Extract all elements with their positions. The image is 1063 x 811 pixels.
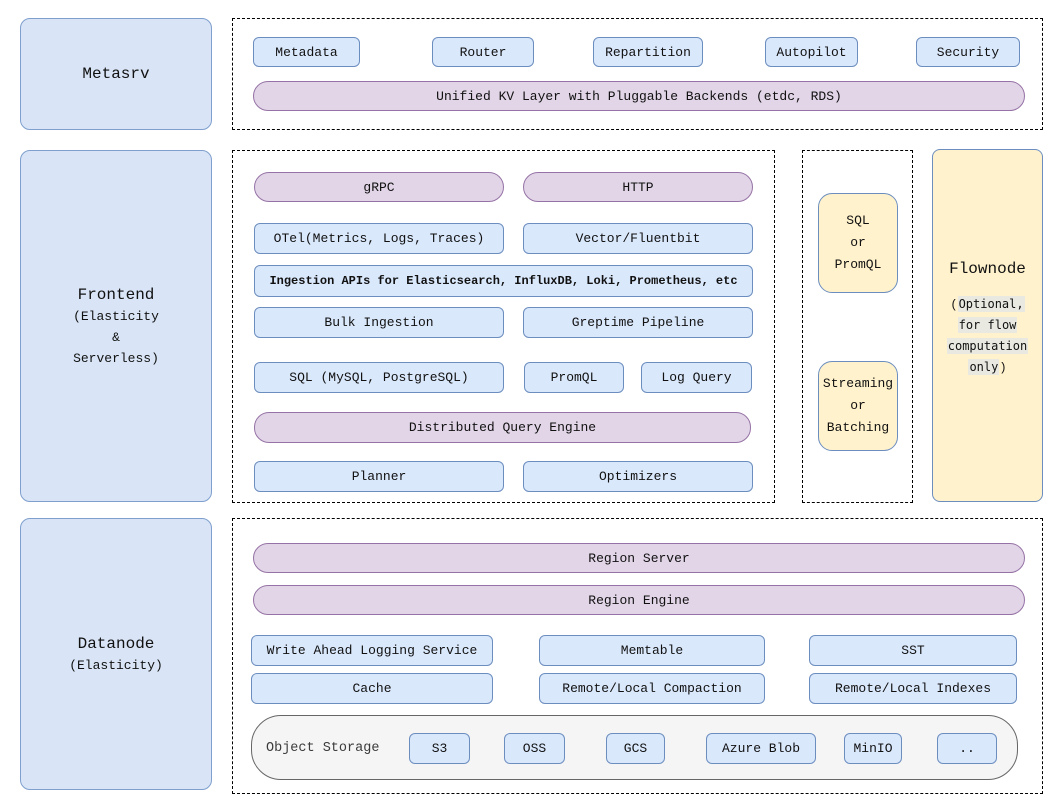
- datanode-subtitle: (Elasticity): [69, 657, 163, 673]
- node-memtable: Memtable: [539, 635, 765, 666]
- node-optimizers: Optimizers: [523, 461, 753, 492]
- node-minio: MinIO: [844, 733, 902, 764]
- node-bulk-ingestion: Bulk Ingestion: [254, 307, 504, 338]
- metasrv-title: Metasrv: [82, 65, 150, 83]
- flownode-note: (Optional, for flow computation only): [946, 294, 1029, 378]
- node-planner: Planner: [254, 461, 504, 492]
- node-azure-blob: Azure Blob: [706, 733, 816, 764]
- node-unified-kv-layer: Unified KV Layer with Pluggable Backends…: [253, 81, 1025, 111]
- flownode-note-line: (Optional,: [950, 296, 1025, 312]
- node-write-ahead-logging-service: Write Ahead Logging Service: [251, 635, 493, 666]
- frontend-title: Frontend: [77, 285, 155, 304]
- panel-frontend: Frontend (Elasticity & Serverless): [20, 150, 212, 502]
- node-router: Router: [432, 37, 534, 67]
- node-greptime-pipeline: Greptime Pipeline: [523, 307, 753, 338]
- node-vector-fluentbit: Vector/Fluentbit: [523, 223, 753, 254]
- group-metasrv: Metadata Router Repartition Autopilot Se…: [232, 18, 1043, 130]
- node-s3: S3: [409, 733, 470, 764]
- node-log-query: Log Query: [641, 362, 752, 393]
- frontend-subtitle-line: (Elasticity: [73, 308, 159, 324]
- node-cache: Cache: [251, 673, 493, 704]
- object-storage-container: Object Storage S3 OSS GCS Azure Blob Min…: [251, 715, 1018, 780]
- sql-or-promql-line: or: [850, 235, 866, 250]
- group-flow-io: SQL or PromQL Streaming or Batching: [802, 150, 913, 503]
- node-promql: PromQL: [524, 362, 624, 393]
- node-sst: SST: [809, 635, 1017, 666]
- flownode-note-line: for flow: [957, 317, 1018, 333]
- streaming-or-batching-line: Batching: [826, 420, 890, 435]
- frontend-subtitle-line: &: [112, 329, 120, 345]
- node-otel: OTel(Metrics, Logs, Traces): [254, 223, 504, 254]
- node-sql-or-promql: SQL or PromQL: [818, 193, 898, 293]
- streaming-or-batching-line: Streaming: [822, 376, 894, 391]
- frontend-subtitle-line: Serverless): [73, 350, 159, 366]
- node-remote-local-indexes: Remote/Local Indexes: [809, 673, 1017, 704]
- node-metadata: Metadata: [253, 37, 360, 67]
- node-more-storage: ..: [937, 733, 997, 764]
- streaming-or-batching-line: or: [850, 398, 866, 413]
- node-autopilot: Autopilot: [765, 37, 858, 67]
- node-security: Security: [916, 37, 1020, 67]
- node-http: HTTP: [523, 172, 753, 202]
- sql-or-promql-line: PromQL: [834, 257, 882, 272]
- flownode-note-line: computation: [946, 338, 1029, 354]
- node-streaming-or-batching: Streaming or Batching: [818, 361, 898, 451]
- node-region-engine: Region Engine: [253, 585, 1025, 615]
- node-distributed-query-engine: Distributed Query Engine: [254, 412, 751, 443]
- node-region-server: Region Server: [253, 543, 1025, 573]
- node-ingestion-apis: Ingestion APIs for Elasticsearch, Influx…: [254, 265, 753, 297]
- node-repartition: Repartition: [593, 37, 703, 67]
- group-datanode: Region Server Region Engine Write Ahead …: [232, 518, 1043, 794]
- panel-metasrv: Metasrv: [20, 18, 212, 130]
- object-storage-label: Object Storage: [266, 741, 380, 756]
- flownode-note-line: only): [968, 359, 1007, 375]
- node-remote-local-compaction: Remote/Local Compaction: [539, 673, 765, 704]
- panel-datanode: Datanode (Elasticity): [20, 518, 212, 790]
- node-flownode: Flownode (Optional, for flow computation…: [932, 149, 1043, 502]
- node-gcs: GCS: [606, 733, 665, 764]
- group-frontend: gRPC HTTP OTel(Metrics, Logs, Traces) Ve…: [232, 150, 775, 503]
- datanode-title: Datanode: [77, 634, 155, 653]
- flownode-title: Flownode: [949, 260, 1026, 278]
- node-sql: SQL (MySQL, PostgreSQL): [254, 362, 504, 393]
- node-oss: OSS: [504, 733, 565, 764]
- node-grpc: gRPC: [254, 172, 504, 202]
- sql-or-promql-line: SQL: [846, 213, 870, 228]
